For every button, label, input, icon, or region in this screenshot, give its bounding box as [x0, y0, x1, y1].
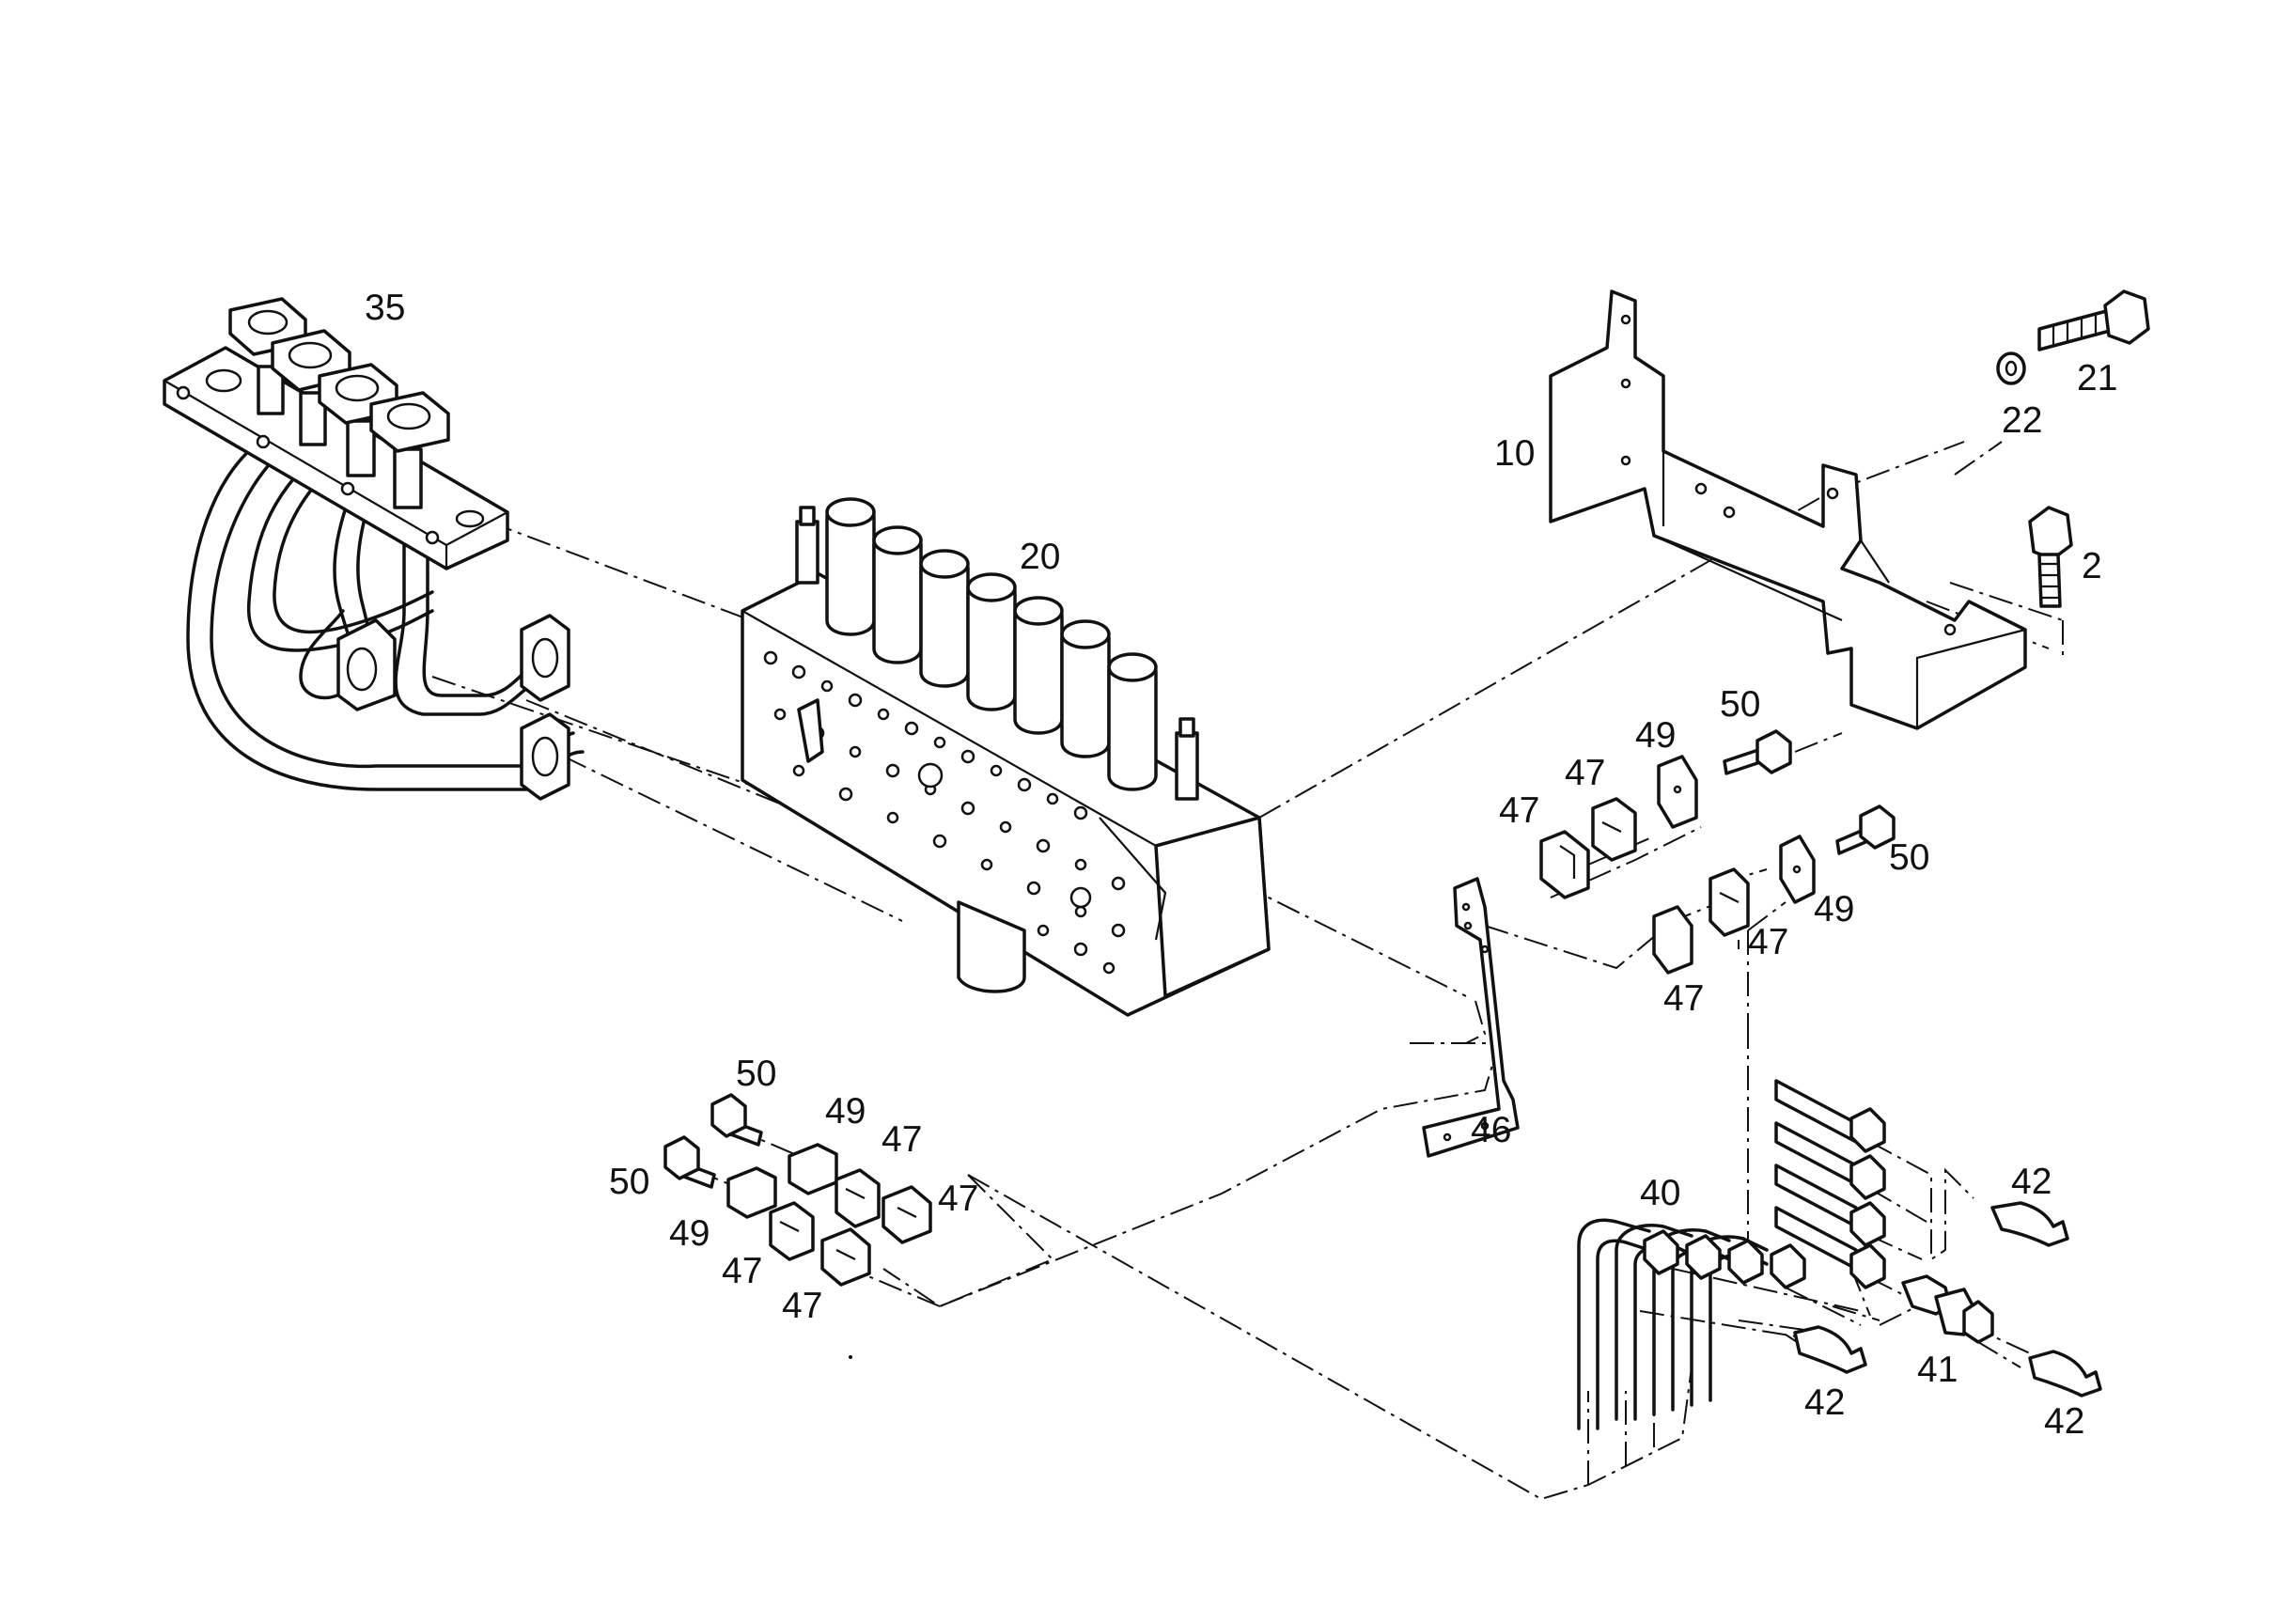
label-part-21: 21 — [2077, 358, 2117, 398]
label-part-47-lower-d: 47 — [782, 1286, 822, 1326]
label-part-49-upper-b: 49 — [1814, 889, 1854, 929]
part-42-elbow-a — [1990, 1201, 2069, 1247]
clamp-lower-49b — [726, 1166, 777, 1219]
part-21-bolt — [2037, 289, 2150, 351]
part-42-elbow-b — [1793, 1325, 1867, 1374]
label-part-47-upper-c: 47 — [1748, 922, 1788, 962]
hose-ends-right — [1774, 1079, 1886, 1289]
label-part-42-b: 42 — [1804, 1382, 1845, 1423]
clamp-upper-47a — [1539, 830, 1590, 899]
label-part-46: 46 — [1471, 1110, 1511, 1150]
clamp-lower-47b — [882, 1185, 932, 1244]
bolt-lower-50a — [710, 1093, 763, 1147]
label-part-35: 35 — [365, 288, 405, 328]
part-10-mounting-bracket — [1549, 289, 2027, 730]
label-part-47-upper-a: 47 — [1565, 753, 1605, 793]
label-part-20: 20 — [1020, 537, 1060, 577]
stray-dot — [849, 1355, 852, 1359]
label-part-47-lower-c: 47 — [722, 1251, 762, 1291]
valve-face-holes — [763, 650, 1126, 975]
part-35-manifold-assembly — [163, 297, 585, 801]
clamp-lower-47c — [769, 1201, 815, 1261]
part-46-bracket-plate — [1422, 877, 1520, 1158]
bolt-lower-50b — [663, 1135, 716, 1189]
label-part-22: 22 — [2002, 400, 2042, 441]
label-part-49-upper-a: 49 — [1635, 715, 1676, 756]
valve-spools — [825, 497, 1158, 791]
label-part-42-c: 42 — [2044, 1401, 2084, 1442]
flange-stack-4 — [369, 391, 450, 509]
label-part-47-upper-d: 47 — [1663, 978, 1704, 1019]
clamp-group-lower — [663, 1093, 932, 1287]
label-part-50-upper-b: 50 — [1889, 837, 1929, 878]
label-part-47-lower-a: 47 — [882, 1119, 922, 1160]
label-part-47-upper-b: 47 — [1499, 790, 1539, 831]
label-part-10: 10 — [1494, 433, 1535, 474]
label-part-41: 41 — [1917, 1350, 1958, 1390]
label-part-50-upper-a: 50 — [1720, 684, 1760, 725]
assembly-leader-lines — [431, 441, 2064, 1501]
label-part-47-lower-b: 47 — [938, 1179, 978, 1219]
label-part-50-lower-a: 50 — [736, 1054, 776, 1094]
part-20-control-valve — [741, 497, 1271, 1017]
part-number-labels: 35 20 10 21 22 2 50 49 47 47 50 49 47 47… — [365, 288, 2117, 1442]
part-42-elbow-c — [2028, 1350, 2102, 1398]
part-2-bolt — [2028, 506, 2073, 608]
label-part-49-lower-b: 49 — [669, 1213, 710, 1254]
part-22-washer — [1996, 351, 2026, 385]
clamp-lower-49a — [788, 1143, 838, 1195]
clamp-upper-47d — [1708, 867, 1750, 937]
clamp-lower-47a — [835, 1168, 881, 1228]
clamp-group-upper — [1539, 729, 1896, 975]
label-part-42-a: 42 — [2011, 1162, 2052, 1202]
clamp-upper-49a — [1657, 755, 1698, 829]
label-part-2: 2 — [2082, 546, 2102, 586]
part-41-tee — [1901, 1274, 1994, 1344]
label-part-50-lower-b: 50 — [609, 1162, 649, 1202]
label-part-49-lower-a: 49 — [825, 1091, 866, 1132]
bolt-upper-50a — [1723, 729, 1792, 775]
clamp-upper-47c — [1652, 905, 1693, 975]
clamp-lower-47d — [820, 1227, 871, 1287]
clamp-upper-47b — [1591, 797, 1637, 862]
label-part-40: 40 — [1640, 1173, 1680, 1213]
relief-valves — [795, 506, 1199, 801]
part-40-hose-bundle — [1577, 1218, 1806, 1430]
bolt-upper-50b — [1835, 804, 1896, 855]
clamp-upper-49b — [1779, 835, 1816, 904]
